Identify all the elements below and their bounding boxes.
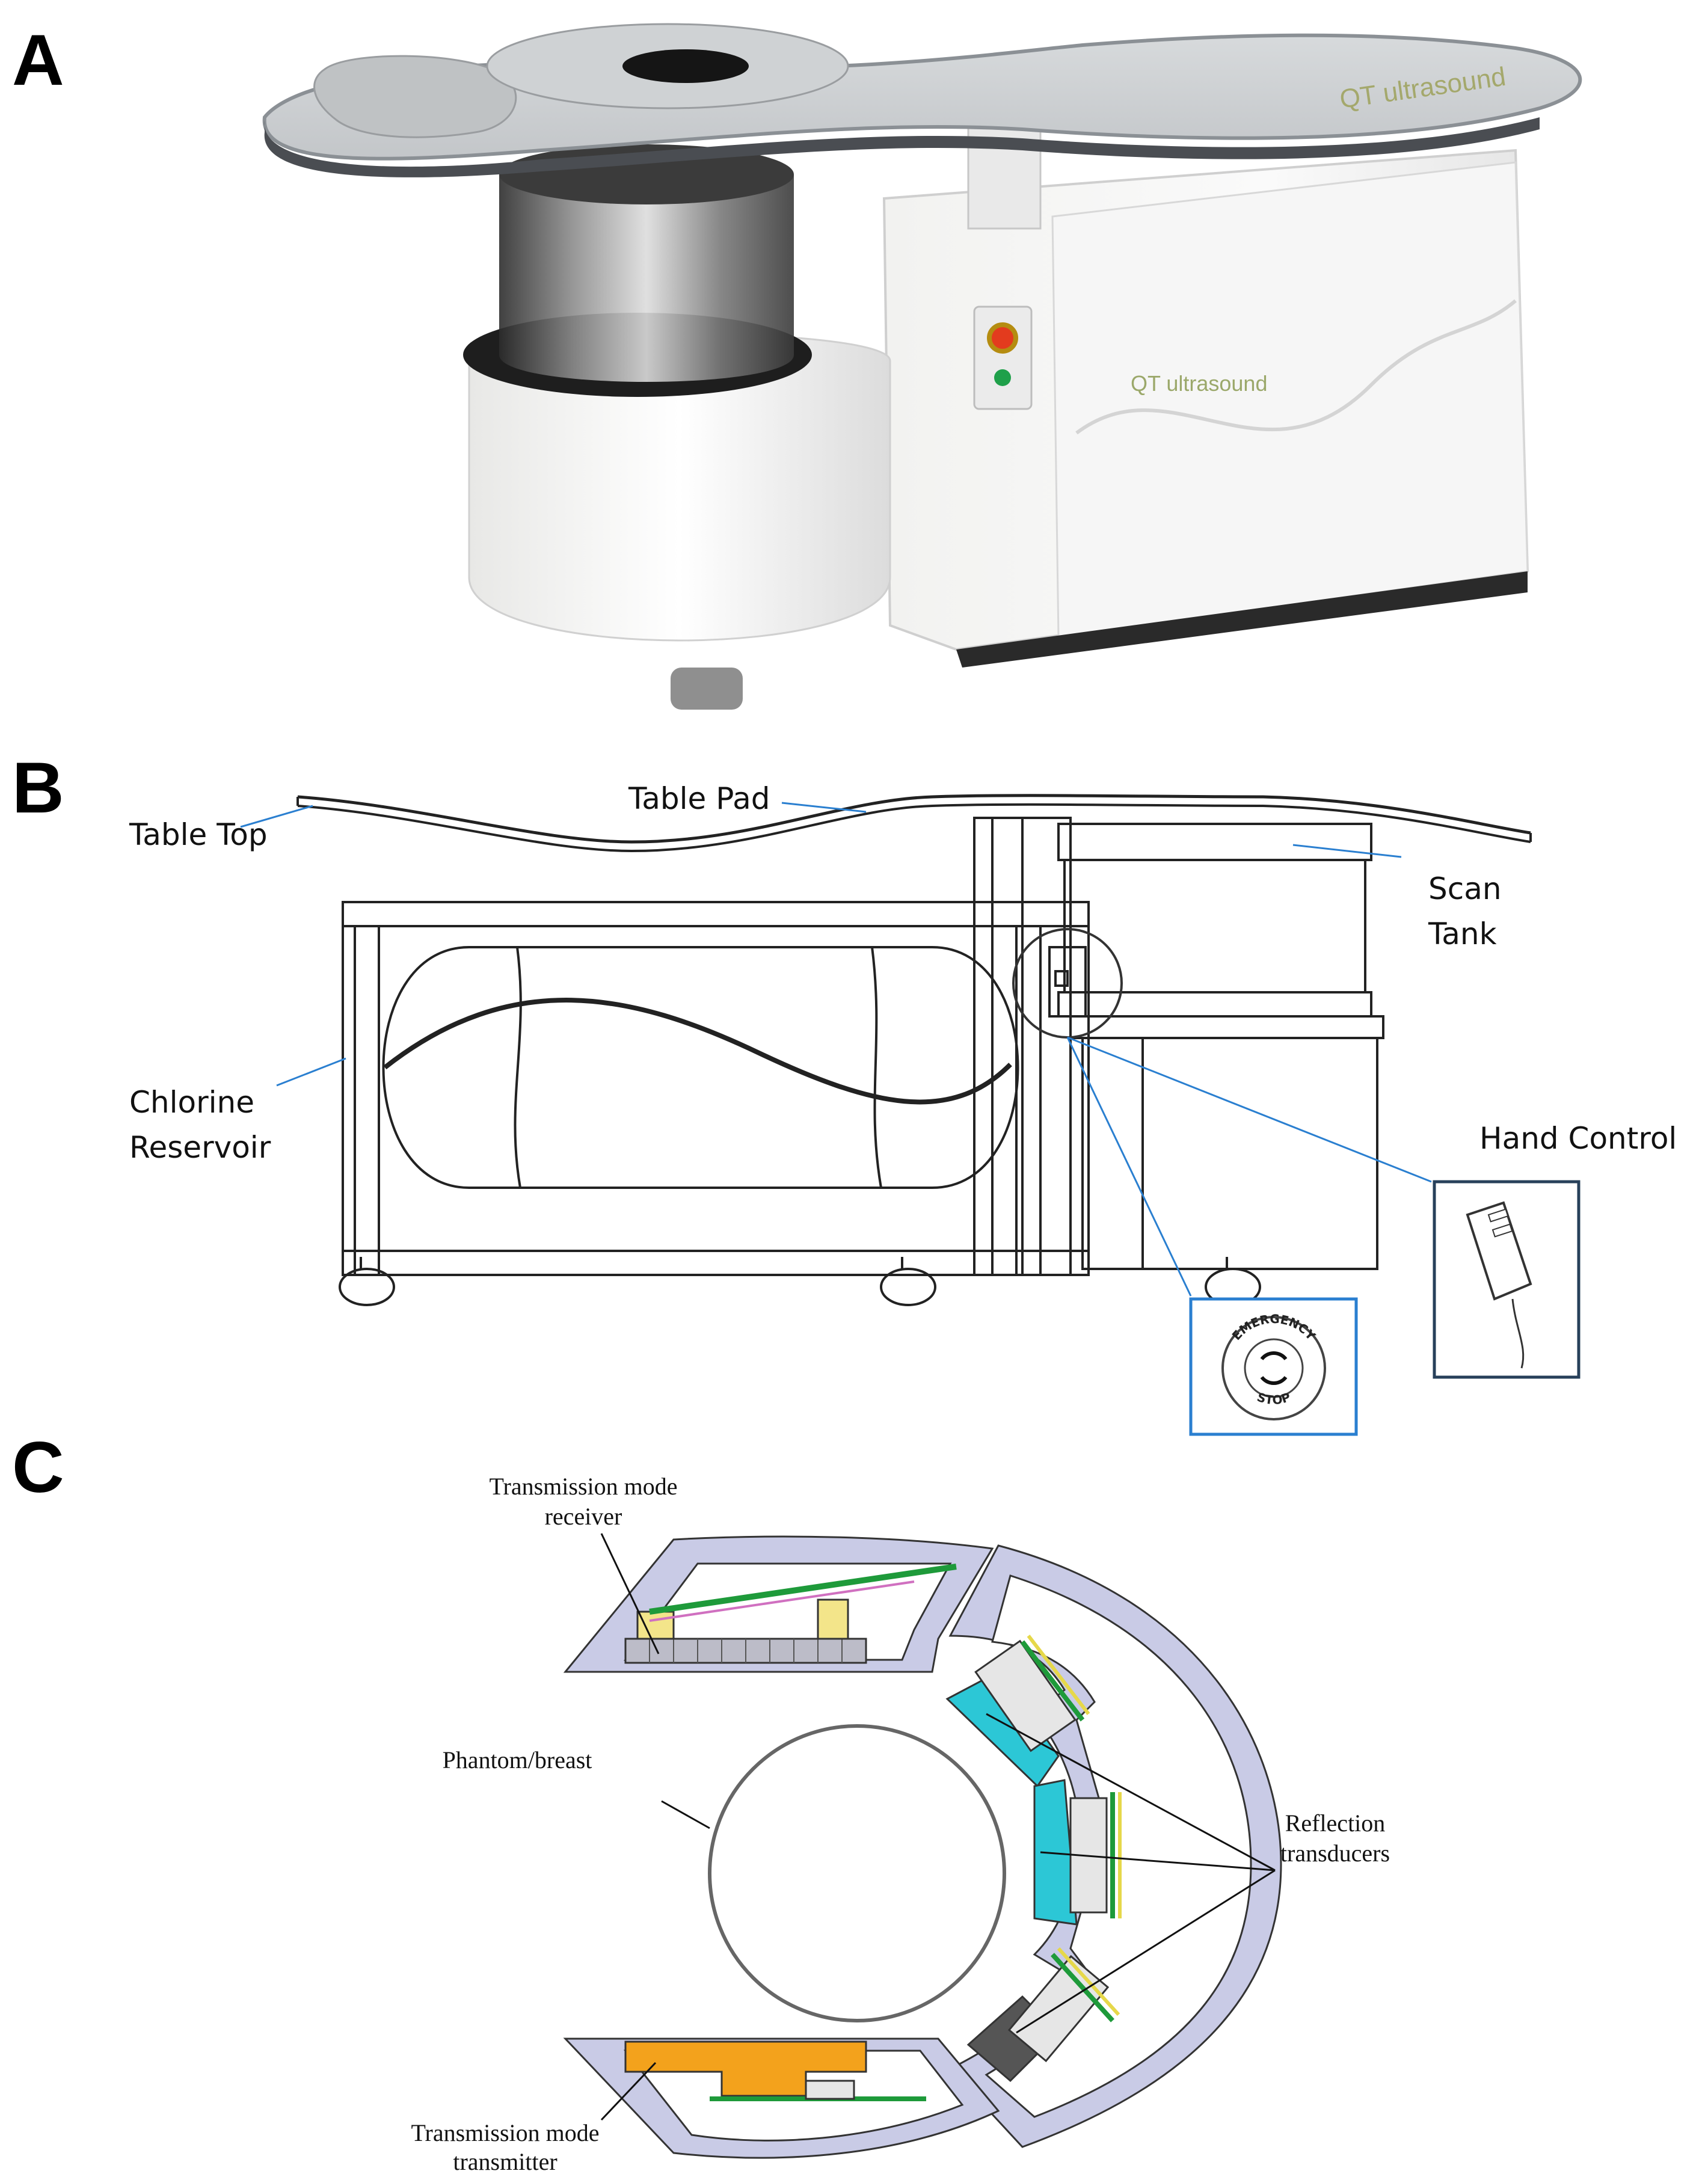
table-top-outline <box>297 794 1531 844</box>
head-pad <box>313 55 517 138</box>
panel-letter-c: C <box>12 1427 64 1508</box>
label-reflection-1: Reflection <box>1285 1810 1386 1837</box>
chlorine-reservoir <box>342 925 1090 1276</box>
transducer-layout-drawing: Transmission mode receiver Phantom/breas… <box>411 1473 1390 2174</box>
reservoir-oval <box>382 946 1019 1189</box>
receiver-block-left <box>636 1611 675 1640</box>
reflection-transducer-2 <box>1033 1779 1078 1926</box>
label-phantom: Phantom/breast <box>443 1746 592 1773</box>
arrow-reflection-3 <box>1016 1869 1276 2034</box>
panel-c-transducer-diagram: C <box>0 1431 1708 2174</box>
label-tx-receiver-2: receiver <box>545 1503 622 1530</box>
arrow-reflection-2 <box>1040 1851 1276 1872</box>
cabinet-brand: QT ultrasound <box>1131 371 1267 396</box>
scanner-photo-illustration: QT ultrasound QT ultrasound <box>262 23 1582 710</box>
panel-letter-a: A <box>12 20 64 100</box>
arrow-reflection-1 <box>986 1713 1276 1872</box>
label-tx-transmitter-1: Transmission mode <box>411 2119 599 2146</box>
phantom-breast-circle <box>708 1724 1006 2022</box>
control-box <box>1048 946 1087 1018</box>
tank-base <box>1081 1037 1378 1270</box>
arrow-phantom <box>661 1800 710 1829</box>
emergency-button-icon <box>987 322 1018 354</box>
scan-tank <box>1063 859 1366 993</box>
label-table-pad: Table Pad <box>628 781 770 816</box>
label-tank: Tank <box>1428 917 1497 951</box>
reservoir-lid <box>342 901 1090 927</box>
caster-wheels <box>339 1257 1261 1306</box>
control-panel <box>973 306 1033 410</box>
glass-tank <box>499 174 794 382</box>
scan-tank-lid <box>1057 823 1372 861</box>
hand-control-icon <box>1466 1201 1532 1369</box>
receiver-block-right <box>817 1598 849 1640</box>
label-hand-control: Hand Control <box>1479 1121 1677 1156</box>
label-chlorine: Chlorine <box>129 1085 254 1120</box>
receiver-pcb <box>649 1564 957 1615</box>
label-reservoir: Reservoir <box>129 1130 271 1165</box>
status-light-icon <box>994 369 1011 386</box>
label-tx-transmitter-2: transmitter <box>453 2148 557 2174</box>
wave-line <box>383 998 1012 1105</box>
breast-aperture <box>622 49 749 83</box>
label-table-top: Table Top <box>129 817 268 852</box>
label-scan: Scan <box>1428 871 1502 906</box>
label-tx-receiver-1: Transmission mode <box>489 1473 677 1500</box>
arrow-transmitter <box>600 2062 657 2121</box>
label-reflection-2: transducers <box>1280 1840 1390 1867</box>
panel-b-side-diagram: B <box>0 740 1708 1449</box>
foot <box>671 668 743 710</box>
arrow-receiver <box>600 1533 660 1654</box>
panel-a-photo: A QT ultrasound <box>0 0 1708 710</box>
panel-letter-b: B <box>12 748 64 828</box>
scanner-side-drawing: EMERGENCY STOP Table Top Table Pad Scan … <box>129 781 1677 1436</box>
